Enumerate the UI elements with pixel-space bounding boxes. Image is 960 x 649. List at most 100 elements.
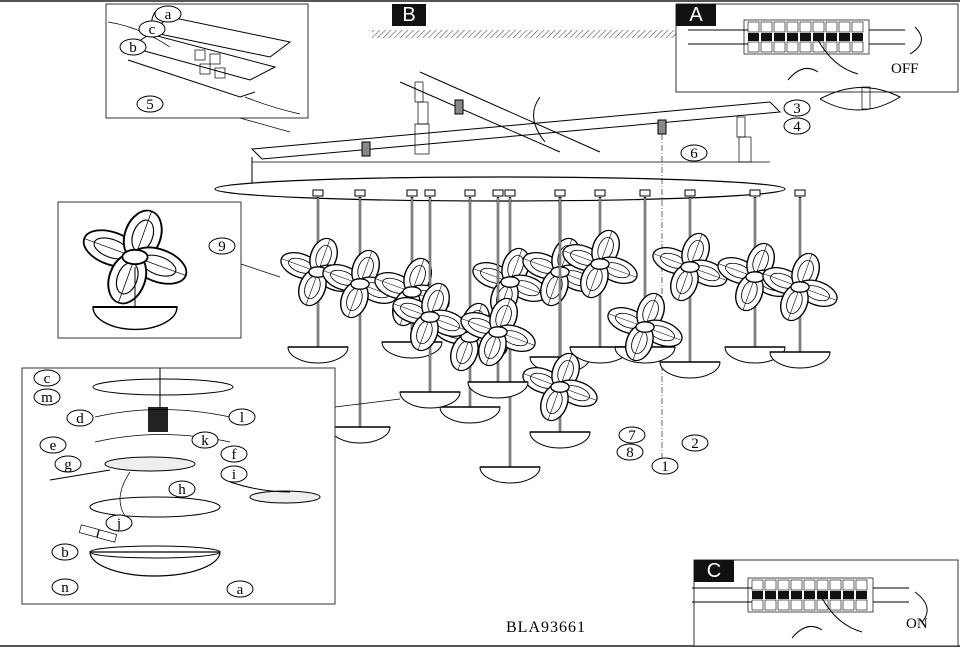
svg-text:e: e: [50, 438, 57, 454]
lamp-callout-n: n: [51, 578, 79, 596]
rod-cap: [504, 189, 516, 197]
callout-step-8: 8: [616, 443, 644, 461]
svg-text:a: a: [165, 7, 172, 23]
lamp-callout-f: f: [220, 445, 248, 463]
section-tag-b: B: [392, 4, 426, 26]
circuit-breaker: [803, 579, 816, 611]
flower-shade: [559, 227, 640, 302]
lamp-callout-c: c: [33, 369, 61, 387]
lamp-shade: [399, 391, 461, 409]
svg-text:4: 4: [793, 119, 801, 135]
rotate-off-arrow-icon: [909, 26, 922, 55]
circuit-breaker: [751, 579, 764, 611]
rod-cap: [424, 189, 436, 197]
hand-icon: [821, 597, 863, 633]
lamp-callout-l: l: [228, 408, 256, 426]
svg-text:7: 7: [628, 428, 636, 444]
hand-icon: [817, 39, 859, 75]
svg-text:8: 8: [626, 445, 634, 461]
lamp-callout-k: k: [191, 431, 219, 449]
rod-cap: [594, 189, 606, 197]
svg-text:b: b: [61, 545, 69, 561]
circuit-breaker: [786, 21, 799, 53]
circuit-breaker: [842, 579, 855, 611]
section-tag-a: A: [676, 4, 716, 26]
lamp-callout-m: m: [33, 388, 61, 406]
lamp-shade: [479, 466, 541, 484]
svg-text:k: k: [201, 433, 209, 449]
circuit-breaker: [838, 21, 851, 53]
callout-a: a: [154, 5, 182, 23]
svg-text:f: f: [232, 447, 237, 463]
circuit-breaker: [855, 579, 868, 611]
lamp-callout-j: j: [105, 514, 133, 532]
svg-text:9: 9: [218, 239, 226, 255]
lamp-callout-d: d: [66, 409, 94, 427]
callout-step-9: 9: [208, 237, 236, 255]
model-number: BLA93661: [506, 619, 586, 636]
lamp-detail-panel: [21, 367, 401, 605]
lamp-shade: [329, 426, 391, 444]
breaker-panel-a: [675, 3, 959, 93]
callout-step-4: 4: [783, 117, 811, 135]
svg-text:j: j: [116, 516, 121, 532]
callout-step-7: 7: [618, 426, 646, 444]
circuit-breaker: [799, 21, 812, 53]
rod-cap: [794, 189, 806, 197]
circuit-breaker: [747, 21, 760, 53]
rod-cap: [354, 189, 366, 197]
circuit-breaker: [773, 21, 786, 53]
callout-step-5: 5: [136, 95, 164, 113]
callout-step-6: 6: [680, 144, 708, 162]
svg-text:3: 3: [793, 101, 801, 117]
rotate-on-arrow-icon: [914, 591, 928, 623]
lamp-callout-i: i: [220, 465, 248, 483]
lamp-callout-b: b: [51, 543, 79, 561]
pendant-cluster: [277, 189, 840, 484]
flower-detail-panel: [57, 201, 281, 339]
svg-text:g: g: [64, 457, 72, 473]
svg-text:n: n: [61, 580, 69, 596]
lamp-shade: [287, 346, 349, 364]
rod-cap: [406, 189, 418, 197]
svg-text:b: b: [129, 40, 137, 56]
callout-step-1: 1: [651, 457, 679, 475]
svg-text:a: a: [237, 582, 244, 598]
section-tag-c: C: [694, 560, 734, 582]
rod-cap: [492, 189, 504, 197]
lamp-shade: [467, 381, 529, 399]
lamp-shade: [439, 406, 501, 424]
svg-text:l: l: [240, 410, 244, 426]
circuit-breaker: [790, 579, 803, 611]
rod-cap: [749, 189, 761, 197]
wiring-detail-panel: [105, 3, 309, 133]
rod-cap: [684, 189, 696, 197]
callout-step-2: 2: [681, 434, 709, 452]
lamp-shade: [769, 351, 831, 369]
circuit-breaker: [760, 21, 773, 53]
svg-text:h: h: [178, 482, 186, 498]
lamp-callout-a: a: [226, 580, 254, 598]
svg-text:2: 2: [691, 436, 699, 452]
breaker-state-on: ON: [906, 616, 928, 632]
circuit-breaker: [777, 579, 790, 611]
svg-text:1: 1: [661, 459, 669, 475]
circuit-breaker: [764, 579, 777, 611]
callout-b: b: [119, 38, 147, 56]
lamp-callout-h: h: [168, 480, 196, 498]
svg-text:i: i: [232, 467, 236, 483]
svg-text:6: 6: [690, 146, 698, 162]
lamp-callout-e: e: [39, 436, 67, 454]
svg-text:m: m: [41, 390, 53, 406]
lamp-shade: [529, 431, 591, 449]
rod-cap: [312, 189, 324, 197]
svg-text:d: d: [76, 411, 84, 427]
callout-c: c: [138, 20, 166, 38]
rod-cap: [639, 189, 651, 197]
callout-step-3: 3: [783, 99, 811, 117]
circuit-breaker: [851, 21, 864, 53]
lamp-callout-g: g: [54, 455, 82, 473]
